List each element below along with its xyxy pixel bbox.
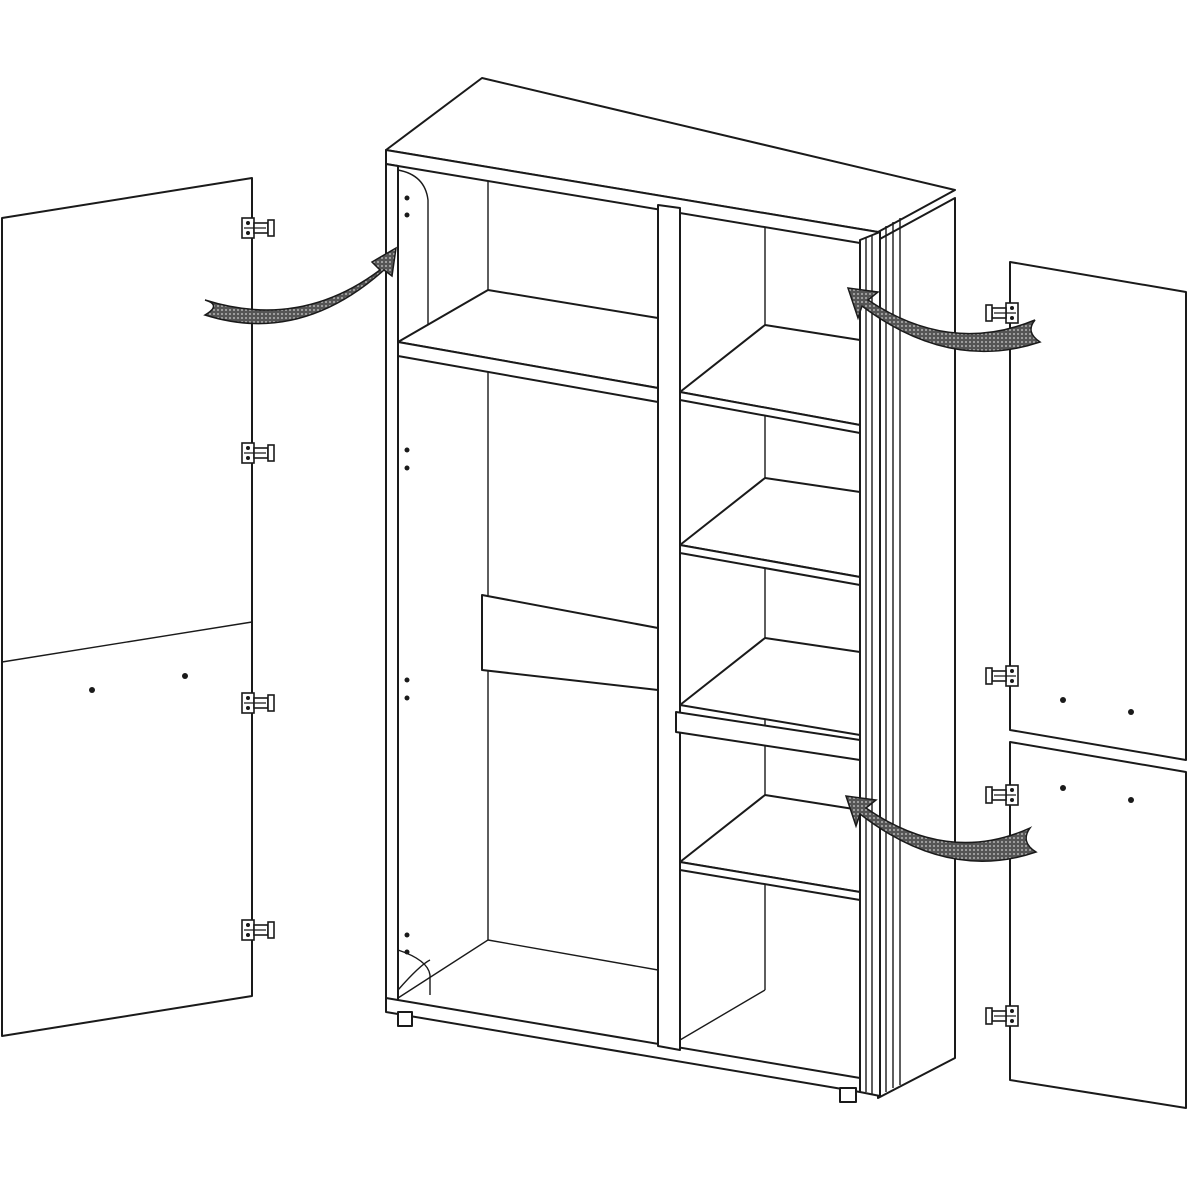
hinge-icon [985,784,1019,806]
hinge-icon [241,442,275,464]
hinge-icon [241,692,275,714]
left-door [1,177,253,1037]
hinge-icon [241,919,275,941]
curved-arrow-icon [844,795,1038,862]
curved-arrow-icon [203,246,397,325]
cabinet [385,77,956,1103]
right-upper-door [1009,261,1187,761]
hinge-icon [985,1005,1019,1027]
curved-arrow-icon [846,287,1042,353]
hinge-icon [985,302,1019,324]
right-lower-door [1009,741,1187,1109]
hinge-icon [241,217,275,239]
hinge-icon [985,665,1019,687]
